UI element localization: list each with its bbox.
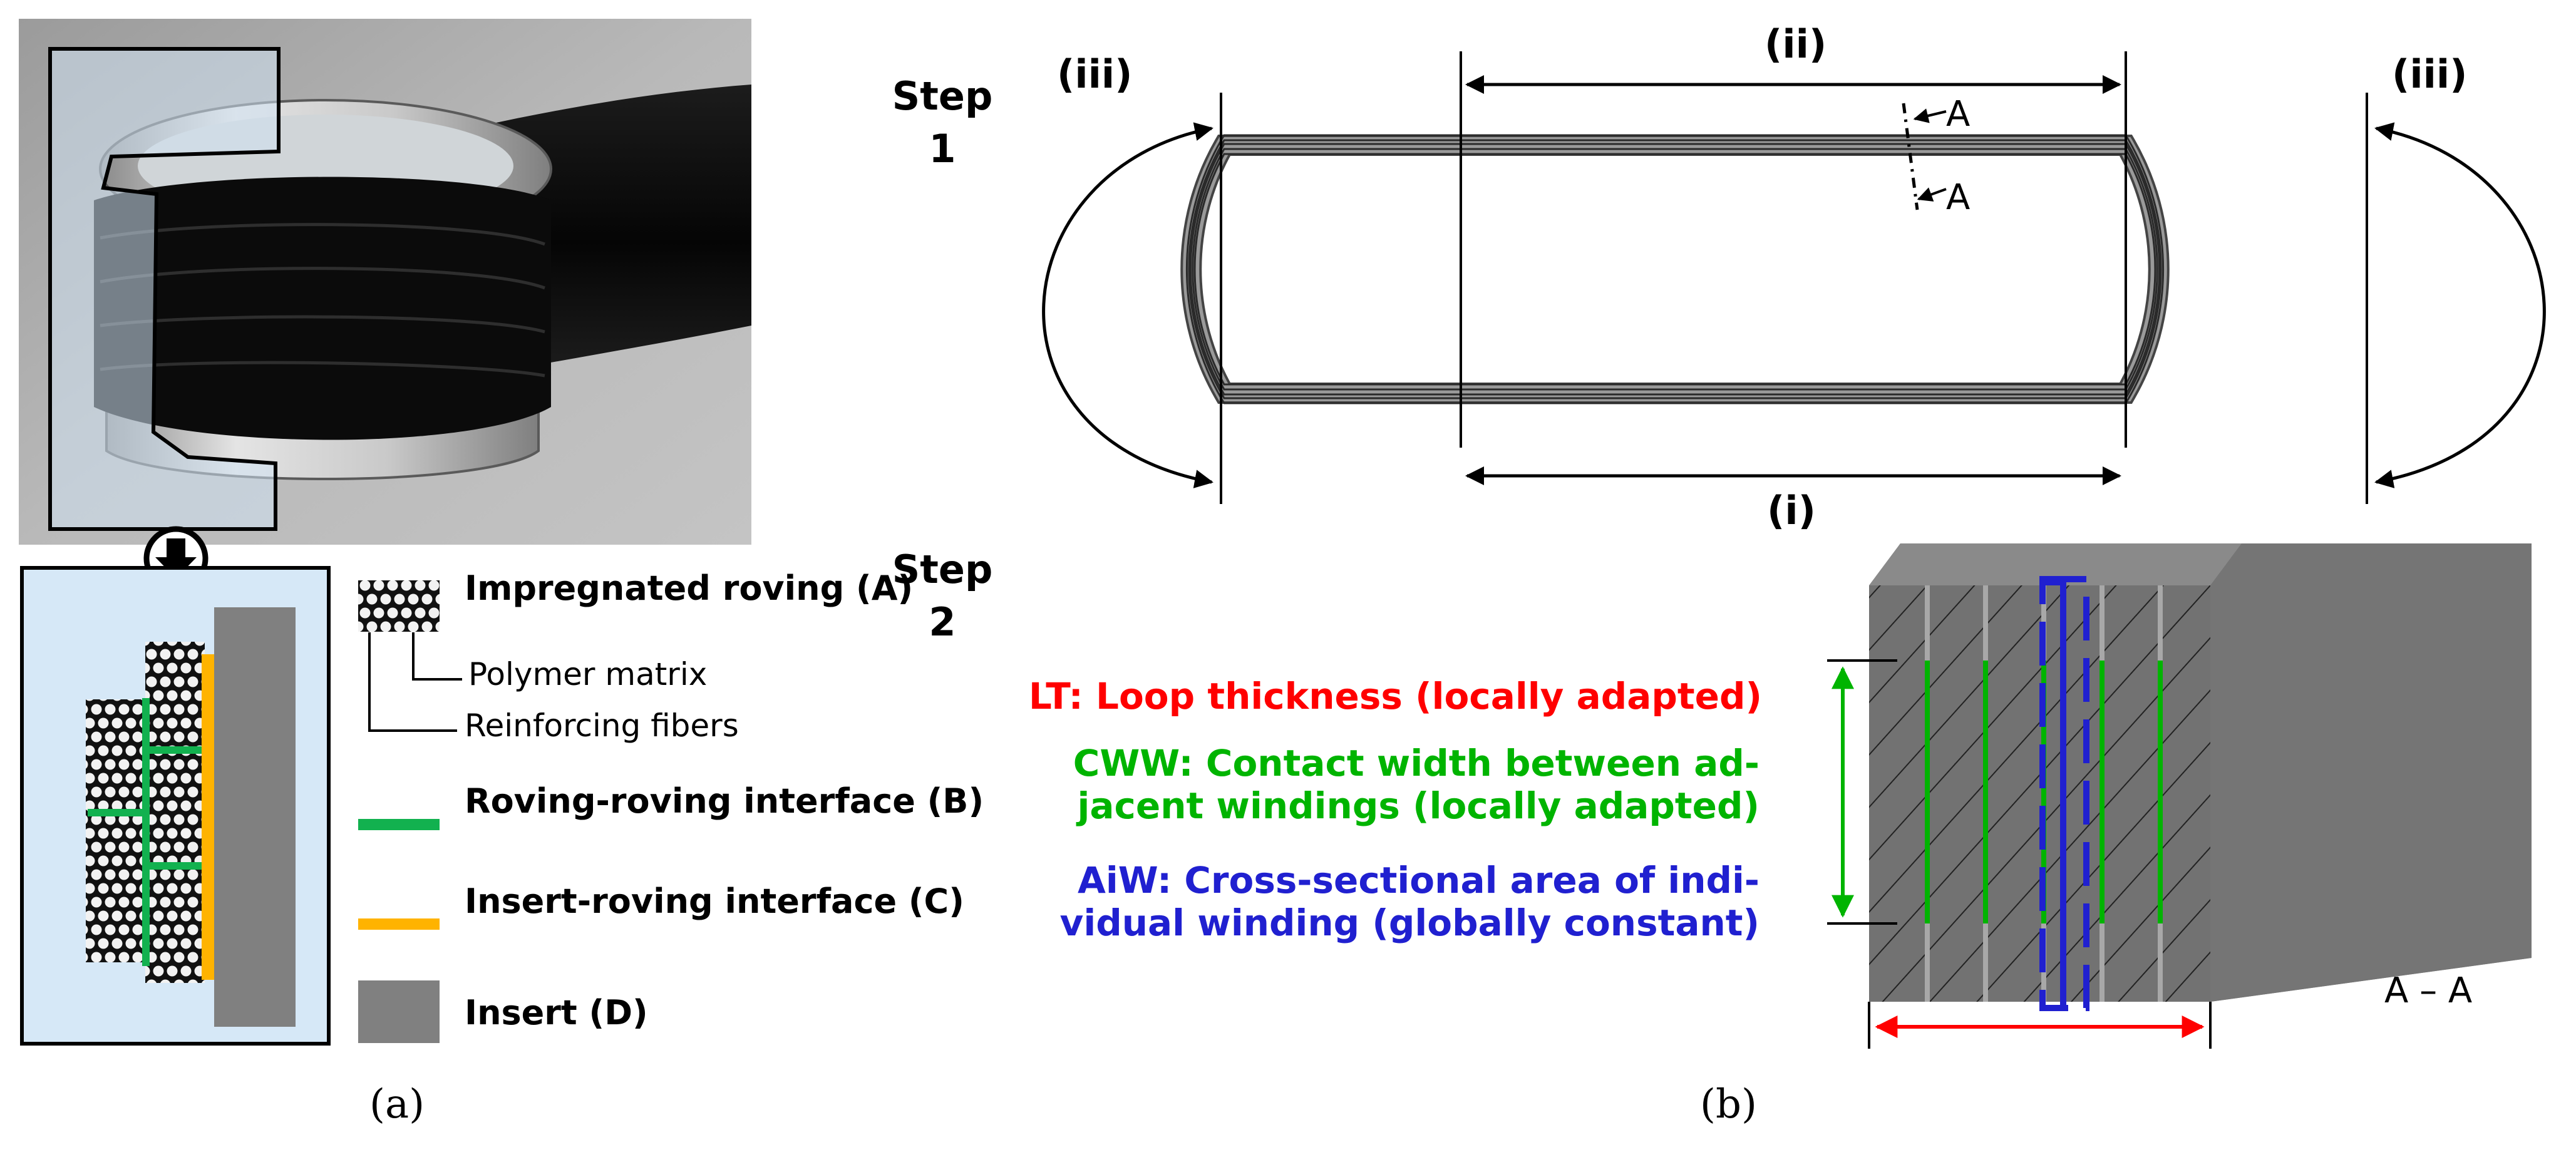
loop-line-1 [1189,143,2161,396]
step-2-label: Step 2 [892,547,993,645]
legend-reinforcing-fibers-label: Reinforcing fibers [465,707,739,744]
section-arrow-top [1913,108,1947,123]
wound-fibers [94,177,551,440]
legend-matrix-leader [412,632,462,681]
legend-roving-interface-swatch [358,819,440,830]
label-i: (i) [1767,488,1816,533]
fiber-texture [100,223,545,378]
insert-roving-interface-bar [202,654,214,980]
section-arrow-bottom [1917,187,1947,202]
curved-arrow-right [2374,122,2546,488]
block-side-face [2210,543,2532,1002]
loop-outer-band [1180,135,2170,404]
label-iii-left: (iii) [1057,51,1133,97]
legend-roving-interface-label: Roving-roving interface (B) [465,781,984,821]
roving-stack-outer [86,699,142,962]
label-section-a-top: A [1946,94,1971,135]
winding-loop [1180,134,2170,404]
cross-section-block [1869,543,2532,1011]
step-1-label: Step 1 [892,73,993,172]
loop-line-2 [1192,148,2158,391]
block-top-face [1869,543,2242,585]
legend-fiber-leader [368,632,457,732]
legend-insert-label: Insert (D) [465,993,648,1032]
roving-stack-inner [145,642,205,983]
caption-b: (b) [1700,1081,1757,1128]
loop-line-5 [1188,139,2162,399]
legend-insert-interface-swatch [358,918,440,930]
definition-aiw: AiW: Cross-sectional area of indi-vidual… [1059,859,1759,945]
individual-winding-outline [2039,576,2089,1011]
cutaway-overlay [48,47,281,531]
loop-line-4 [1185,134,2165,404]
label-iii-right: (iii) [2392,51,2468,97]
loop-band-highlight [1183,137,2167,401]
loop-line-3 [1193,153,2156,386]
legend-insert-interface-label: Insert-roving interface (C) [465,882,964,921]
label-section-a-bottom: A [1946,177,1971,218]
detail-box [20,566,331,1046]
caption-a: (a) [369,1081,425,1128]
label-section-view: A – A [2384,970,2473,1011]
legend-polymer-matrix-label: Polymer matrix [468,656,708,692]
definition-cww: CWW: Contact width between ad-jacent win… [1073,742,1759,828]
label-ii: (ii) [1765,21,1827,67]
legend-insert-swatch [358,980,440,1043]
legend-impregnated-roving-label: Impregnated roving (A) [465,568,914,608]
photo-region [19,19,751,545]
curved-arrow-left [1042,122,1213,488]
insert-bar [214,607,296,1027]
legend-roving-swatch [358,580,440,632]
section-line-a [1902,103,1919,210]
definition-lt: LT: Loop thickness (locally adapted) [1028,675,1762,717]
